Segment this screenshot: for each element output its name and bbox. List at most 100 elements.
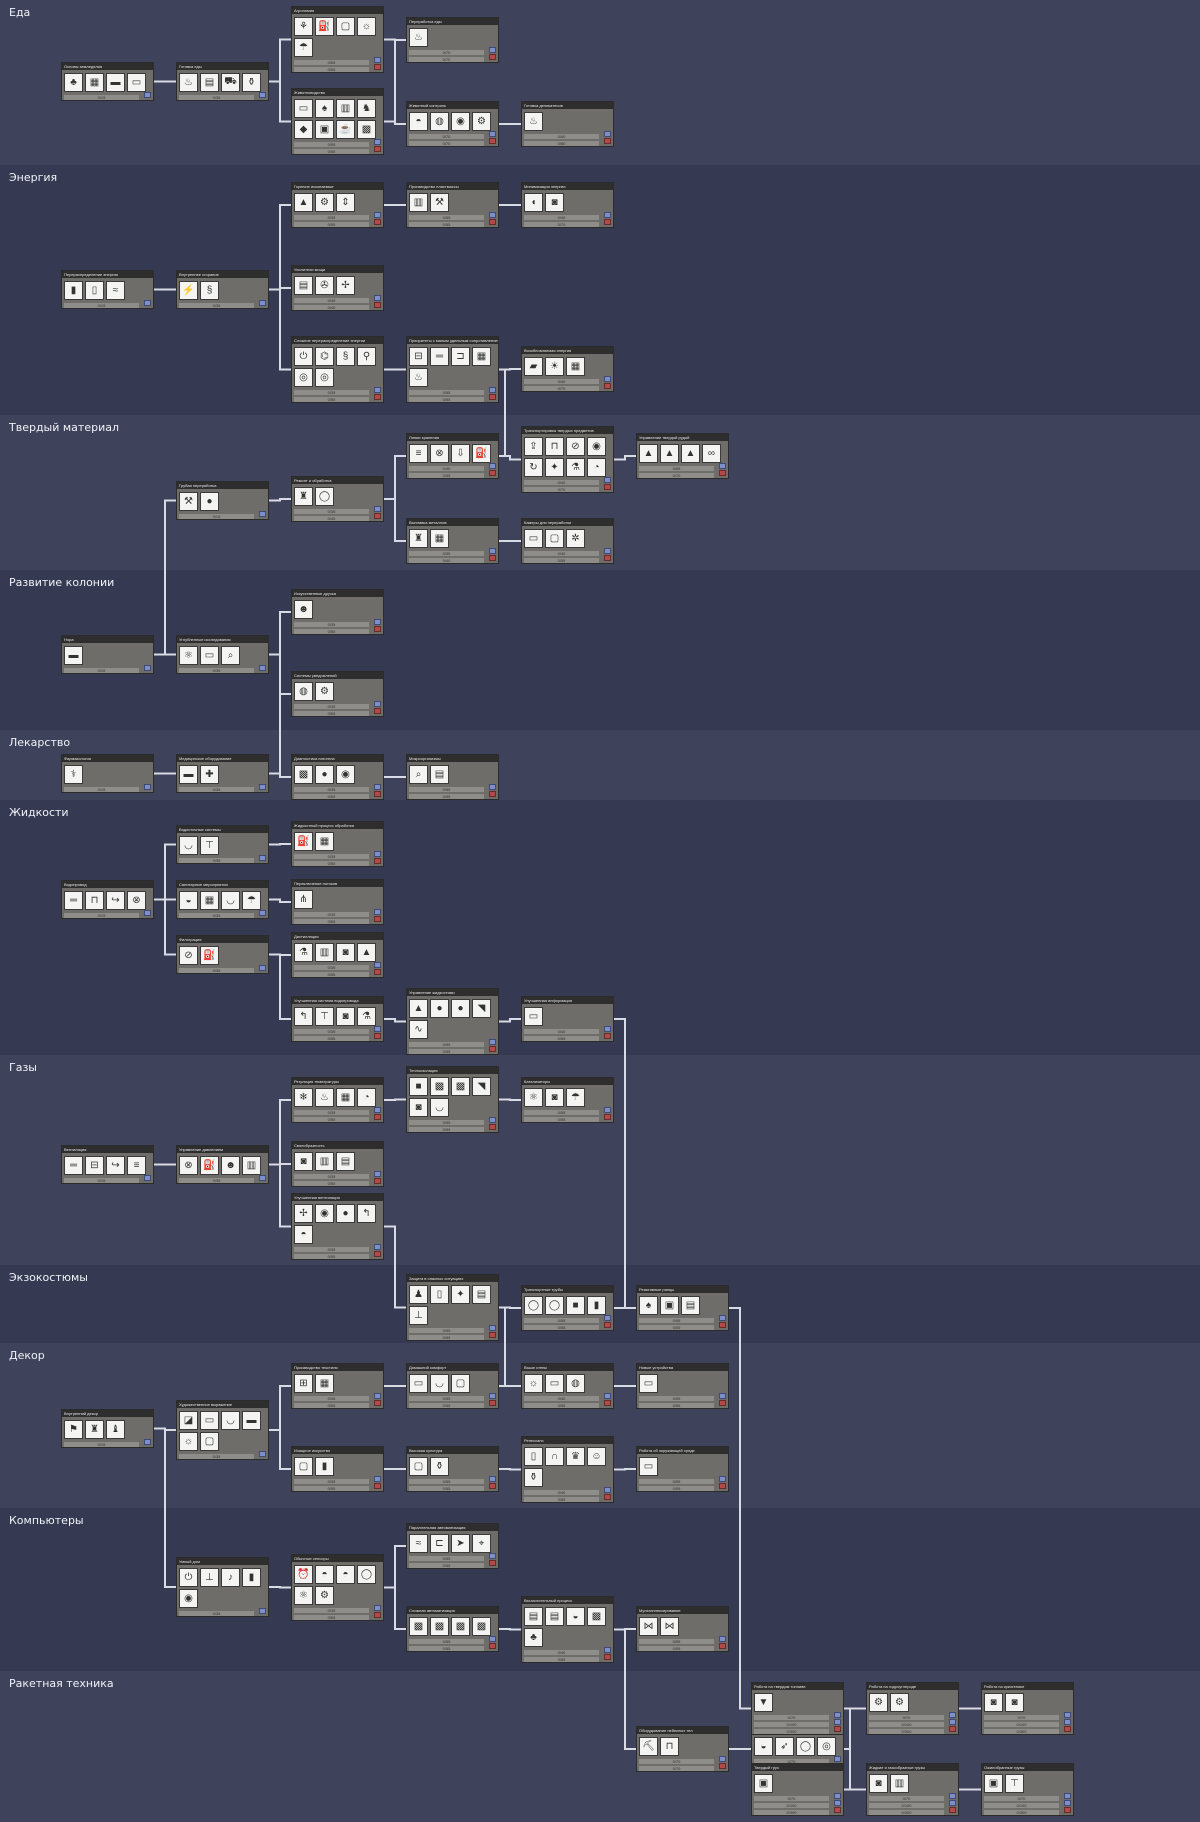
piston-icon[interactable]: ⇕ xyxy=(336,193,355,212)
tech-card-ga2[interactable]: Управление давлением⊗⛽☻▥0/35 xyxy=(176,1145,269,1184)
valve-icon[interactable]: ⊗ xyxy=(179,1156,198,1175)
queue-research-icon[interactable] xyxy=(949,1800,956,1806)
queue-research-icon[interactable] xyxy=(374,212,381,218)
boiler-icon[interactable]: ▲ xyxy=(294,193,313,212)
eye-icon[interactable]: ◉ xyxy=(179,1589,198,1608)
pipe-icon[interactable]: ═ xyxy=(64,891,83,910)
queue-research-icon[interactable] xyxy=(604,376,611,382)
screen-icon[interactable]: ▭ xyxy=(545,1374,564,1393)
sieve-icon[interactable]: ▦ xyxy=(315,832,334,851)
queue-cancel-icon[interactable] xyxy=(374,513,381,519)
turbine-icon[interactable]: ✇ xyxy=(315,276,334,295)
drop-icon[interactable]: ◆ xyxy=(294,120,313,139)
queue-cancel-icon[interactable] xyxy=(374,1251,381,1257)
pot-icon[interactable]: ⚱ xyxy=(242,73,261,92)
filter-icon[interactable]: ⊘ xyxy=(566,437,585,456)
queue-research-icon[interactable] xyxy=(604,131,611,137)
tech-card-en8[interactable]: Приоритеты с малым удельным сопротивлени… xyxy=(406,336,499,403)
queue-research-icon[interactable] xyxy=(259,1175,266,1181)
queue-research-icon[interactable] xyxy=(259,910,266,916)
queue-cancel-icon[interactable] xyxy=(489,394,496,400)
generator-icon[interactable]: ⚡ xyxy=(179,281,198,300)
queue-cancel-icon[interactable] xyxy=(604,1400,611,1406)
jet-icon[interactable]: ♠ xyxy=(639,1296,658,1315)
queue-research-icon[interactable] xyxy=(259,665,266,671)
queue-research-icon[interactable] xyxy=(489,131,496,137)
server-icon[interactable]: ▤ xyxy=(524,1607,543,1626)
bush-icon[interactable]: ♣ xyxy=(64,73,83,92)
valve-icon[interactable]: ⊗ xyxy=(127,891,146,910)
still-icon[interactable]: ⚗ xyxy=(294,943,313,962)
cog-icon[interactable]: ⚙ xyxy=(315,682,334,701)
basket-icon[interactable]: ◡ xyxy=(221,1411,240,1430)
tech-card-en2[interactable]: Внутреннее сгорание⚡§0/35 xyxy=(176,270,269,309)
tech-card-li2[interactable]: Водосточные системы◡⊤0/35 xyxy=(176,825,269,864)
rack-icon[interactable]: ▤ xyxy=(472,1285,491,1304)
queue-research-icon[interactable] xyxy=(604,1487,611,1493)
queue-cancel-icon[interactable] xyxy=(489,1124,496,1130)
bridge-icon[interactable]: ⊓ xyxy=(545,437,564,456)
canvas-icon[interactable]: ▢ xyxy=(294,1457,313,1476)
tech-card-en1[interactable]: Перераспределение энергии▮▯≈0/15 xyxy=(61,270,154,309)
queue-research-icon[interactable] xyxy=(719,1636,726,1642)
gun-icon[interactable]: ➶ xyxy=(775,1737,794,1756)
chip-icon[interactable]: ▩ xyxy=(430,1617,449,1636)
crate-icon[interactable]: ▣ xyxy=(754,1774,773,1793)
tech-card-cm1[interactable]: Умный дом⏻⊥♪▮◉0/35 xyxy=(176,1557,269,1617)
queue-cancel-icon[interactable] xyxy=(489,1643,496,1649)
alarm-icon[interactable]: ⏰ xyxy=(294,1565,313,1584)
queue-cancel-icon[interactable] xyxy=(374,1612,381,1618)
link-icon[interactable]: ∞ xyxy=(702,444,721,463)
glass-icon[interactable]: ◪ xyxy=(179,1411,198,1430)
sprinkler-icon[interactable]: ☂ xyxy=(294,38,313,57)
queue-research-icon[interactable] xyxy=(834,1756,841,1762)
table-icon[interactable]: ▭ xyxy=(409,1374,428,1393)
pod-icon[interactable]: ◉ xyxy=(315,1204,334,1223)
queue-research-icon[interactable] xyxy=(834,1712,841,1718)
queue-cancel-icon[interactable] xyxy=(719,1763,726,1769)
queue-research-icon[interactable] xyxy=(719,1476,726,1482)
queue-cancel-icon[interactable] xyxy=(1064,1807,1071,1813)
spool-icon[interactable]: ◎ xyxy=(294,368,313,387)
queue-research-icon[interactable] xyxy=(259,92,266,98)
kiln-icon[interactable]: ♜ xyxy=(409,529,428,548)
cube-icon[interactable]: ■ xyxy=(566,1296,585,1315)
queue-cancel-icon[interactable] xyxy=(489,138,496,144)
chip-icon[interactable]: ▩ xyxy=(294,765,313,784)
pump-icon[interactable]: ⛽ xyxy=(472,444,491,463)
queue-cancel-icon[interactable] xyxy=(489,1332,496,1338)
queue-cancel-icon[interactable] xyxy=(374,1033,381,1039)
tech-card-co2[interactable]: Углубленные исследования⚛▭⌕0/35 xyxy=(176,635,269,674)
gantry-icon[interactable]: ⊓ xyxy=(660,1737,679,1756)
tech-card-me1[interactable]: Фармакология⚕0/15 xyxy=(61,754,154,793)
queue-research-icon[interactable] xyxy=(374,1026,381,1032)
hub-icon[interactable]: ◎ xyxy=(817,1737,836,1756)
queue-research-icon[interactable] xyxy=(489,463,496,469)
queue-research-icon[interactable] xyxy=(949,1719,956,1725)
duct-icon[interactable]: ═ xyxy=(64,1156,83,1175)
queue-cancel-icon[interactable] xyxy=(374,219,381,225)
hose-icon[interactable]: ∿ xyxy=(409,1020,428,1039)
plant-icon[interactable]: ♣ xyxy=(524,1628,543,1647)
queue-research-icon[interactable] xyxy=(144,1439,151,1445)
ring-icon[interactable]: ◯ xyxy=(796,1737,815,1756)
trough-icon[interactable]: ▭ xyxy=(294,99,313,118)
queue-research-icon[interactable] xyxy=(259,1608,266,1614)
queue-cancel-icon[interactable] xyxy=(719,470,726,476)
basin-icon[interactable]: ◡ xyxy=(221,891,240,910)
saucer-icon[interactable]: ◒ xyxy=(754,1737,773,1756)
smelter-icon[interactable]: ♜ xyxy=(294,487,313,506)
press-icon[interactable]: ▥ xyxy=(242,1156,261,1175)
